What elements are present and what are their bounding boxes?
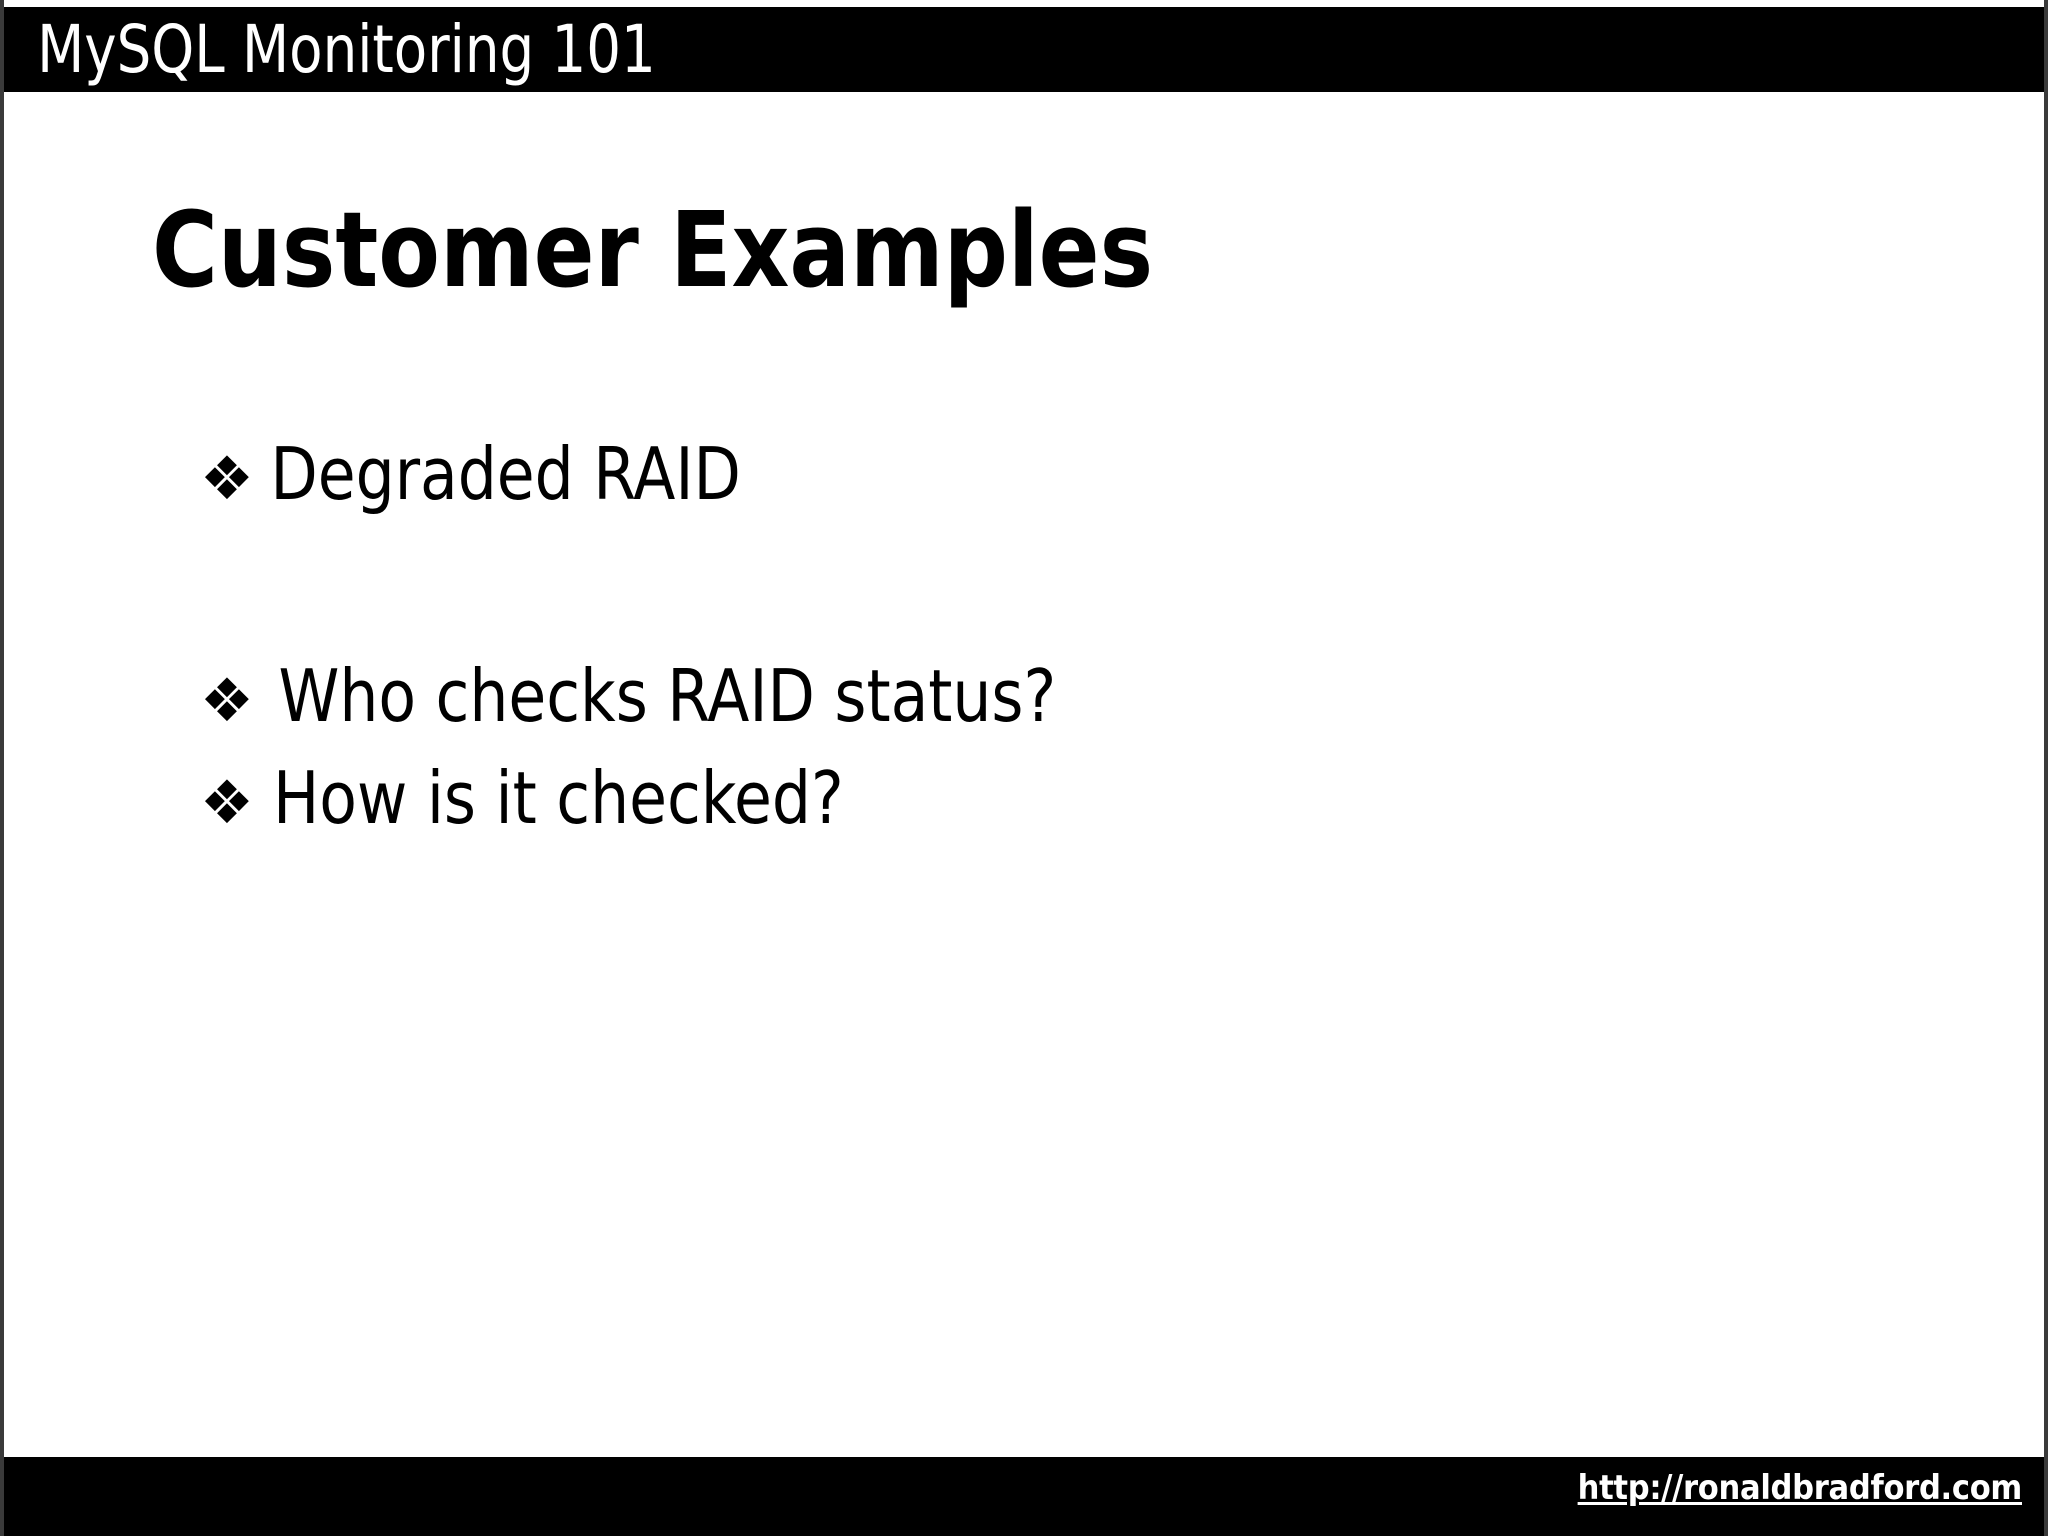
slide-header-bar: MySQL Monitoring 101 [4, 7, 2044, 92]
presentation-title: MySQL Monitoring 101 [37, 10, 656, 88]
slide-footer-bar: http://ronaldbradford.com [4, 1457, 2044, 1536]
slide-bullet-list: ❖ Degraded RAID ❖ Who checks RAID status… [200, 438, 1900, 834]
bullet-spacer [200, 510, 1900, 660]
diamond-bullet-icon: ❖ [200, 768, 254, 838]
list-item-label: Degraded RAID [270, 432, 741, 516]
diamond-bullet-icon: ❖ [200, 666, 254, 736]
footer-website-link[interactable]: http://ronaldbradford.com [1577, 1467, 2023, 1508]
slide-title: Customer Examples [152, 189, 1154, 311]
list-item: ❖ Degraded RAID [200, 438, 1900, 510]
list-item-label: Who checks RAID status? [278, 654, 1057, 738]
list-item-label: How is it checked? [273, 756, 844, 840]
diamond-bullet-icon: ❖ [200, 444, 254, 514]
list-item: ❖ Who checks RAID status? [200, 660, 1900, 732]
list-item: ❖ How is it checked? [200, 762, 1900, 834]
